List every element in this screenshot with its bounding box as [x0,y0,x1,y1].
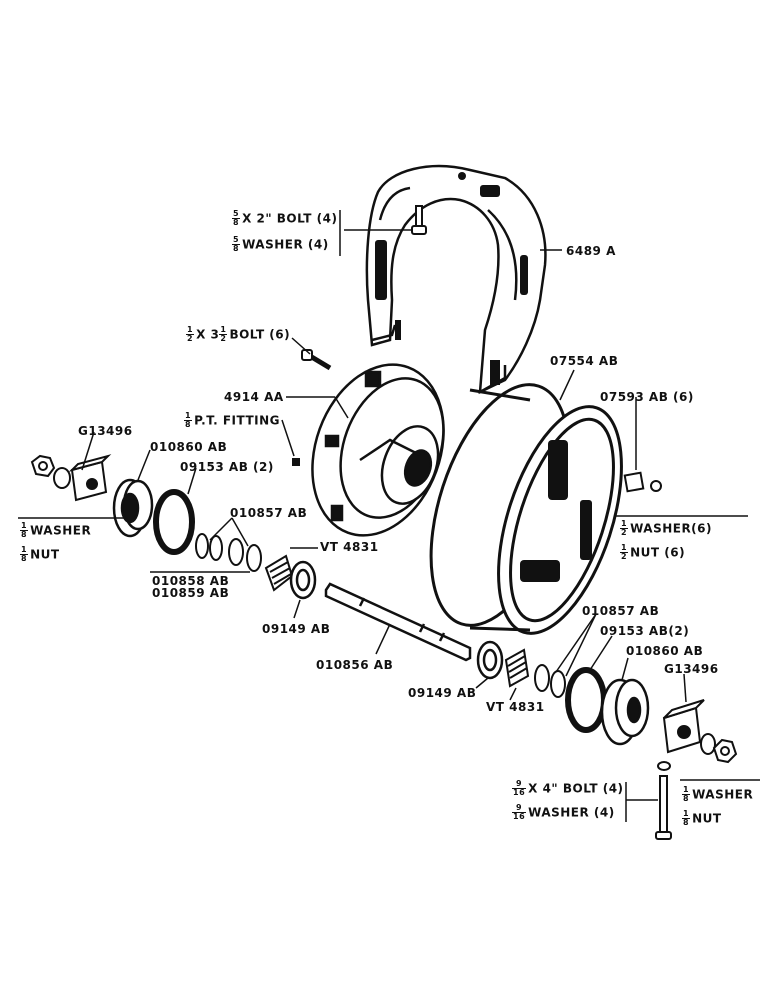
wheel-rim [429,383,623,635]
label-cup-left: 010860 AB [150,440,228,454]
label-seal-right: 09153 AB(2) [600,624,690,638]
left-bearing-cone [264,554,294,592]
label-block-left: G13496 [78,424,133,438]
left-cup [112,478,154,538]
left-nut [30,454,56,478]
left-block [68,454,112,502]
rim-bolt-plate [623,471,662,493]
right-cup [600,678,650,746]
band-bracket [365,164,547,395]
label-shim-a: 010858 AB [152,574,230,588]
label-cone-left: VT 4831 [320,540,379,554]
left-seal [153,489,195,555]
right-bearing-cup [476,640,504,680]
label-block-right: G13496 [664,662,719,676]
bolt-1-2 [301,349,332,371]
right-seal [565,667,607,733]
label-rim-bolt: 07593 AB (6) [600,390,694,404]
left-washer [53,467,71,489]
right-bearing-cone [504,648,530,688]
left-bearing-cup [289,560,317,600]
label-rim: 07554 AB [550,354,619,368]
right-block [662,699,705,754]
left-shims [195,533,262,572]
label-shim-b: 010859 AB [152,586,230,600]
label-bearing-cup-left: 09149 AB [262,622,331,636]
label-spacer-left: 010857 AB [230,506,308,520]
right-spacers [534,664,566,698]
leader-lines [18,210,760,822]
bolt-9-16 [655,761,672,840]
right-nut [712,738,738,764]
hub [311,363,445,537]
label-band: 6489 A [566,244,616,258]
label-spacer-right: 010857 AB [582,604,660,618]
pt-fitting [292,458,300,466]
label-seal-left: 09153 AB (2) [180,460,274,474]
label-cone-right: VT 4831 [486,700,545,714]
label-hub: 4914 AA [224,390,284,404]
label-cup-right: 010860 AB [626,644,704,658]
right-washer [700,733,716,755]
label-axle: 010856 AB [316,658,394,672]
label-bearing-cup-right: 09149 AB [408,686,477,700]
bolt-5-8 [411,205,427,235]
axle-shaft [324,582,472,662]
